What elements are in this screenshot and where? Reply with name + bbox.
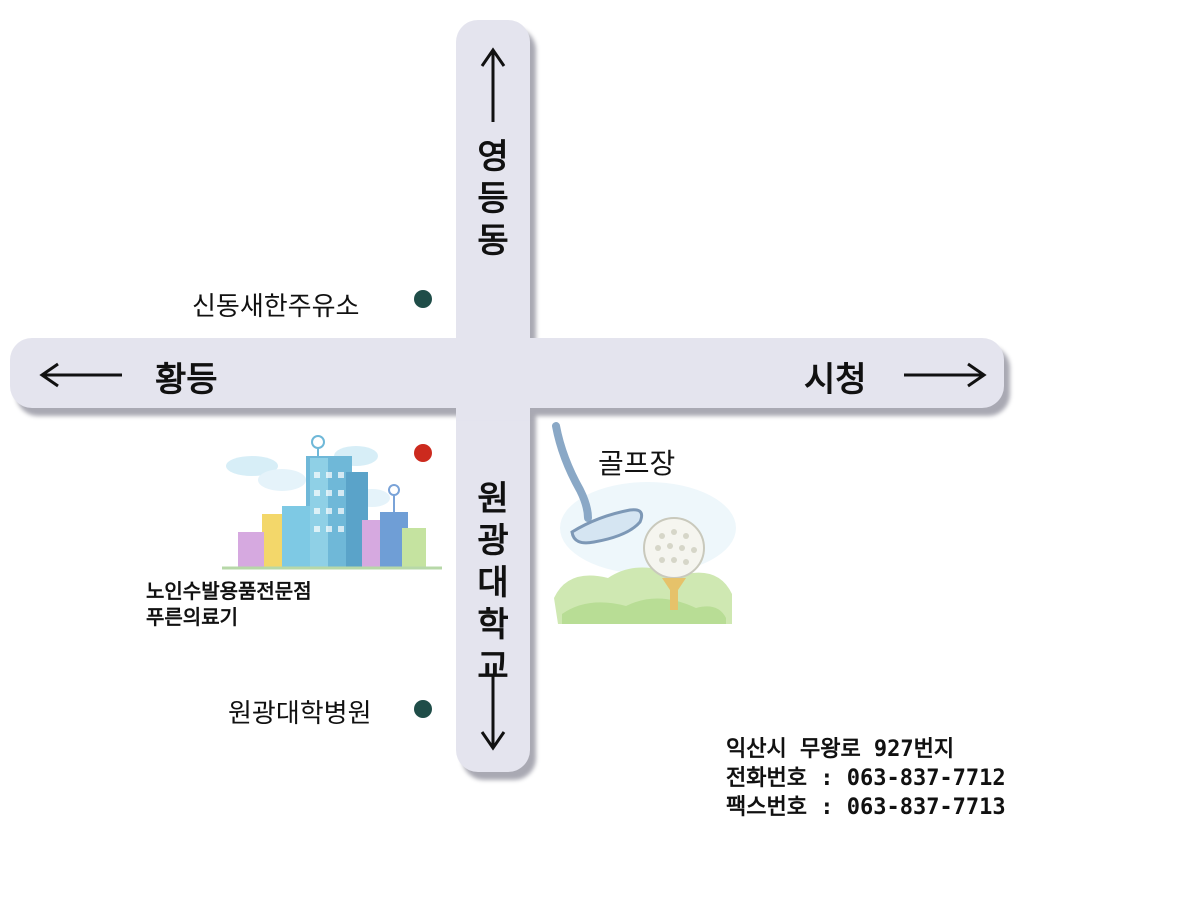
phone-number: 063-837-7712: [846, 766, 1006, 791]
landmark-dot: [414, 700, 432, 718]
road-label-char: 학: [477, 605, 509, 645]
address-text: 익산시 무왕로 927번지: [726, 737, 955, 762]
road-intersection: [456, 320, 530, 420]
arrow-left-icon: [39, 362, 122, 388]
golf-club-ball-icon: [552, 422, 736, 624]
arrow-down-icon: [480, 674, 506, 751]
phone-row: 전화번호 : 063-837-7712: [726, 764, 1006, 793]
road-label-char: 영: [477, 137, 509, 177]
road-label-char: 광: [477, 521, 509, 561]
fax-number: 063-837-7713: [846, 795, 1006, 820]
road-label-east: 시청: [804, 360, 867, 400]
store-dot: [414, 444, 432, 462]
landmark-gas-station: 신동새한주유소: [192, 292, 360, 322]
road-label-west: 황등: [155, 360, 218, 400]
road-label-char: 원: [477, 479, 509, 519]
road-label-char: 대: [477, 563, 509, 603]
store-name-line1: 노인수발용품전문점: [146, 579, 312, 603]
landmark-golf: 골프장: [598, 447, 676, 480]
city-buildings-icon: [222, 435, 442, 570]
arrow-right-icon: [904, 362, 987, 388]
road-label-char: 동: [477, 221, 509, 261]
fax-label: 팩스번호: [726, 795, 807, 820]
arrow-up-icon: [480, 47, 506, 122]
phone-label: 전화번호: [726, 766, 807, 791]
separator: :: [820, 766, 834, 791]
store-name-line2: 푸른의료기: [146, 605, 238, 629]
landmark-dot: [414, 290, 432, 308]
landmark-hospital: 원광대학병원: [228, 699, 372, 729]
fax-row: 팩스번호 : 063-837-7713: [726, 793, 1006, 822]
separator: :: [820, 795, 834, 820]
road-label-char: 등: [477, 179, 509, 219]
